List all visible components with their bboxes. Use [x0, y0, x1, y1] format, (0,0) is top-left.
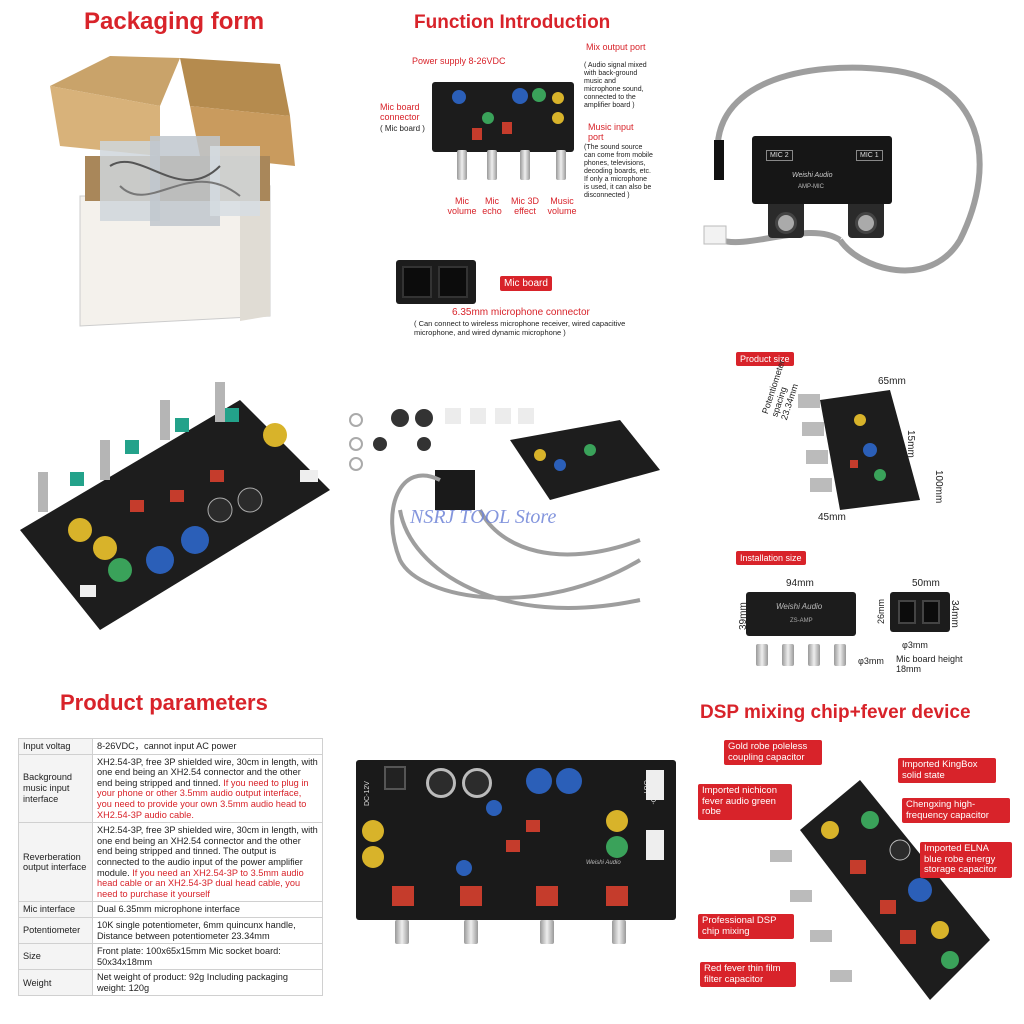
params-title: Product parameters [60, 690, 268, 715]
table-row: Size Front plate: 100x65x15mm Mic socket… [18, 943, 323, 971]
install-w2-label: 50mm [912, 578, 940, 589]
mic-box-model: AMP-MIC [798, 184, 824, 190]
param-key: Weight [18, 969, 93, 997]
install-mic-board [890, 592, 950, 632]
dsp-tag-kingbox: Imported KingBox solid state [898, 758, 996, 783]
table-row: Background music input interface XH2.54-… [18, 753, 323, 824]
dsp-tag-nichicon: Imported nichicon fever audio green robe [698, 784, 792, 820]
dsp-title: DSP mixing chip+fever device [700, 702, 971, 723]
table-row: Potentiometer 10K single potentiometer, … [18, 916, 323, 945]
param-value: Front plate: 100x65x15mm Mic socket boar… [92, 943, 323, 971]
install-h3-label: 34mm [949, 600, 960, 628]
param-key: Mic interface [18, 901, 93, 918]
dsp-tag-red-film: Red fever thin film filter capacitor [700, 962, 796, 987]
table-row: Reverberation output interface XH2.54-3P… [18, 822, 323, 903]
install-h2-label: 26mm [876, 598, 886, 624]
knob-label-mic-3d: Mic 3D effect [510, 196, 539, 216]
music-input-desc: (The sound source can come from mobile p… [584, 144, 653, 199]
param-key: Reverberation output interface [18, 822, 93, 903]
mic-box-body: MIC 2 MIC 1 Weishi Audio AMP-MIC [752, 136, 892, 204]
table-row: Weight Net weight of product: 92g Includ… [18, 969, 323, 997]
board-brand-label: Weishi Audio [586, 860, 621, 866]
mic2-label: MIC 2 [766, 150, 793, 161]
param-value: 8-26VDC，cannot input AC power [92, 738, 323, 755]
store-watermark: NSRJ TOOL Store [410, 506, 557, 528]
board-dc-label: DC-12V [364, 781, 371, 806]
knob-label-mic-echo: Mic echo [482, 196, 502, 216]
board-top-knob-3 [540, 920, 554, 944]
param-value: Dual 6.35mm microphone interface [92, 901, 323, 918]
table-row: Mic interface Dual 6.35mm microphone int… [18, 901, 323, 918]
installation-size-tag: Installation size [736, 551, 806, 565]
function-title: Function Introduction [414, 12, 611, 33]
mix-output-desc: ( Audio signal mixed with back-ground mu… [584, 62, 647, 109]
params-table: Input voltag 8-26VDC，cannot input AC pow… [18, 738, 323, 997]
product-size-w2-label: 45mm [818, 512, 846, 523]
install-board-brand: Weishi Audio [776, 602, 823, 611]
knob-mic-echo [487, 150, 497, 180]
kit-parts-photo [340, 400, 680, 640]
param-value: Net weight of product: 92g Including pac… [92, 969, 323, 997]
install-knob-4 [834, 644, 846, 666]
install-phi2-label: φ3mm [902, 640, 928, 650]
param-key: Potentiometer [18, 916, 93, 945]
dsp-tag-gold-robe: Gold robe poleless coupling capacitor [724, 740, 822, 765]
mic-jack-right [848, 204, 884, 238]
param-note: If you need an XH2.54-3P to 3.5mm audio … [97, 867, 304, 899]
board-top-photo: DC-12V AUDIO-OUT Weishi Audio [356, 760, 676, 920]
mix-output-label: Mix output port [586, 42, 646, 52]
knob-label-mic-volume: Mic volume [447, 196, 477, 216]
install-board-model: ZS-AMP [790, 618, 813, 624]
install-knob-2 [782, 644, 794, 666]
knob-music-volume [556, 150, 566, 180]
function-board-image [432, 82, 574, 152]
board-top-knob-2 [464, 920, 478, 944]
param-key: Input voltag [18, 738, 93, 755]
mic-jack-left [768, 204, 804, 238]
music-input-label: Music input port [588, 122, 634, 142]
knob-mic-3d [520, 150, 530, 180]
power-supply-label: Power supply 8-26VDC [412, 56, 506, 66]
install-knob-1 [756, 644, 768, 666]
param-note: If you need to plug in your phone or oth… [97, 777, 309, 820]
param-value: XH2.54-3P, free 3P shielded wire, 30cm i… [92, 822, 323, 903]
product-size-tag: Product size [736, 352, 794, 366]
mic-board-connector-sub: ( Mic board ) [380, 124, 425, 133]
board-top-knob-1 [395, 920, 409, 944]
table-row: Input voltag 8-26VDC，cannot input AC pow… [18, 738, 323, 755]
product-size-w-label: 65mm [878, 376, 906, 387]
mic-box-brand: Weishi Audio [792, 172, 833, 179]
install-knob-3 [808, 644, 820, 666]
knob-label-music-volume: Music volume [547, 196, 577, 216]
install-mic-height-label: Mic board height 18mm [896, 654, 963, 674]
install-w1-label: 94mm [786, 578, 814, 589]
board-isometric-photo [10, 380, 330, 640]
param-value: XH2.54-3P, free 3P shielded wire, 30cm i… [92, 753, 323, 824]
mic1-label: MIC 1 [856, 150, 883, 161]
dsp-board-photo [770, 770, 1000, 1010]
dsp-tag-elna: Imported ELNA blue robe energy storage c… [920, 842, 1012, 878]
param-value: 10K single potentiometer, 6mm quincunx h… [92, 916, 323, 945]
param-key: Background music input interface [18, 753, 93, 824]
install-main-board: Weishi Audio ZS-AMP [746, 592, 856, 636]
knob-mic-volume [457, 150, 467, 180]
dsp-tag-dsp-chip: Professional DSP chip mixing [698, 914, 794, 939]
param-key: Size [18, 943, 93, 971]
packaging-photo [40, 46, 310, 336]
packaging-title: Packaging form [84, 8, 265, 35]
dsp-tag-chengxing: Chengxing high-frequency capacitor [902, 798, 1010, 823]
mic-board-image [396, 260, 476, 304]
install-phi1-label: φ3mm [858, 656, 884, 666]
mic-board-tag: Mic board [500, 276, 552, 291]
connector-desc: ( Can connect to wireless microphone rec… [414, 319, 626, 337]
board-top-knob-4 [612, 920, 626, 944]
mic-board-connector-label: Mic board connector [380, 102, 420, 122]
connector-label: 6.35mm microphone connector [452, 307, 590, 318]
product-size-board-image [780, 380, 940, 520]
